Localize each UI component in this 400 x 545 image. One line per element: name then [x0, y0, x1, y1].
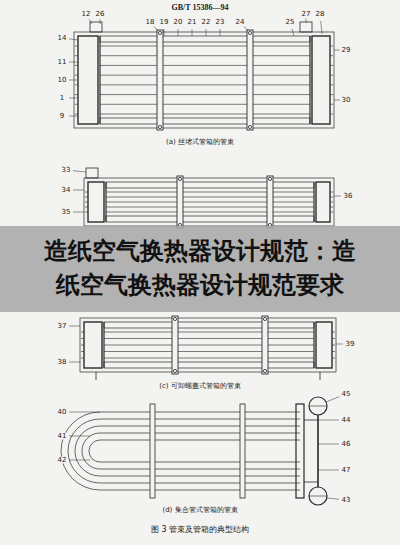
- leader-line: [73, 171, 86, 172]
- leader-line: [336, 344, 343, 345]
- callout-number: 1: [60, 95, 64, 102]
- leader-line: [334, 196, 341, 197]
- leader-line: [334, 100, 340, 101]
- callout-number: 22: [202, 19, 211, 26]
- leader-line: [244, 27, 248, 32]
- standard-number: GB/T 15386—94: [172, 4, 229, 12]
- leader-line: [69, 412, 100, 413]
- leader-line: [206, 29, 207, 36]
- leader-line: [327, 498, 339, 499]
- callout-number: 18: [146, 19, 155, 26]
- leader-line: [321, 21, 322, 34]
- callout-number: 34: [62, 187, 71, 194]
- subfigure-caption: (c) 可卸螺盖式管箱的管束: [159, 383, 241, 390]
- callout-number: 25: [286, 19, 295, 26]
- callout-number: 45: [342, 391, 351, 398]
- callout-number: 27: [302, 11, 311, 18]
- callout-number: 42: [58, 457, 67, 464]
- callout-number: 41: [58, 433, 67, 440]
- leader-line: [318, 420, 339, 421]
- callout-number: 43: [342, 497, 351, 504]
- callout-number: 44: [342, 417, 351, 424]
- leader-line: [306, 19, 307, 24]
- callout-number: 20: [174, 19, 183, 26]
- leader-line: [334, 50, 340, 51]
- leader-line: [178, 29, 179, 36]
- callout-number: 33: [62, 167, 71, 174]
- callout-number: 24: [236, 19, 245, 26]
- callout-number: 36: [344, 193, 353, 200]
- leader-line: [69, 116, 78, 117]
- callout-number: 23: [216, 19, 225, 26]
- leader-line: [69, 80, 78, 81]
- callout-number: 12: [82, 11, 91, 18]
- leader-line: [73, 190, 84, 191]
- leader-line: [69, 436, 90, 437]
- leader-line: [69, 460, 90, 461]
- subfigure-caption: (a) 丝堵式管箱的管束: [166, 139, 234, 146]
- leader-line: [220, 29, 221, 36]
- callout-number: 19: [160, 19, 169, 26]
- leader-line: [73, 212, 84, 213]
- subfigure-caption: (d) 集合管式管箱的管束: [162, 507, 237, 514]
- leader-line: [326, 397, 340, 402]
- callout-number: 10: [58, 77, 67, 84]
- leader-line: [69, 39, 78, 40]
- leader-line: [100, 19, 101, 24]
- leader-line: [69, 326, 80, 327]
- leader-line: [292, 29, 294, 36]
- leader-line: [164, 29, 165, 36]
- callout-number: 47: [342, 467, 351, 474]
- callout-number: 11: [58, 59, 67, 66]
- leader-line: [89, 19, 92, 24]
- callout-number: 35: [62, 209, 71, 216]
- leader-line: [154, 27, 158, 32]
- leader-line: [69, 98, 78, 99]
- title-banner: 造纸空气换热器设计规范：造纸空气换热器设计规范要求: [0, 226, 400, 312]
- leader-line: [69, 362, 80, 363]
- callout-number: 37: [58, 323, 67, 330]
- callout-number: 21: [188, 19, 197, 26]
- leader-line: [69, 62, 78, 63]
- callout-number: 39: [346, 341, 355, 348]
- callout-number: 28: [316, 11, 325, 18]
- callout-number: 30: [342, 97, 351, 104]
- callout-number: 9: [60, 113, 64, 120]
- leader-line: [318, 444, 339, 445]
- callout-number: 40: [58, 409, 67, 416]
- callout-number: 46: [342, 441, 351, 448]
- callout-number: 14: [58, 35, 67, 42]
- callout-number: 38: [58, 359, 67, 366]
- leader-line: [192, 29, 193, 36]
- page-title: 造纸空气换热器设计规范：造纸空气换热器设计规范要求: [35, 234, 365, 302]
- leader-line: [318, 470, 339, 471]
- callout-number: 29: [342, 47, 351, 54]
- callout-number: 26: [96, 11, 105, 18]
- figure-caption: 图 3 管束及管箱的典型结构: [151, 526, 249, 534]
